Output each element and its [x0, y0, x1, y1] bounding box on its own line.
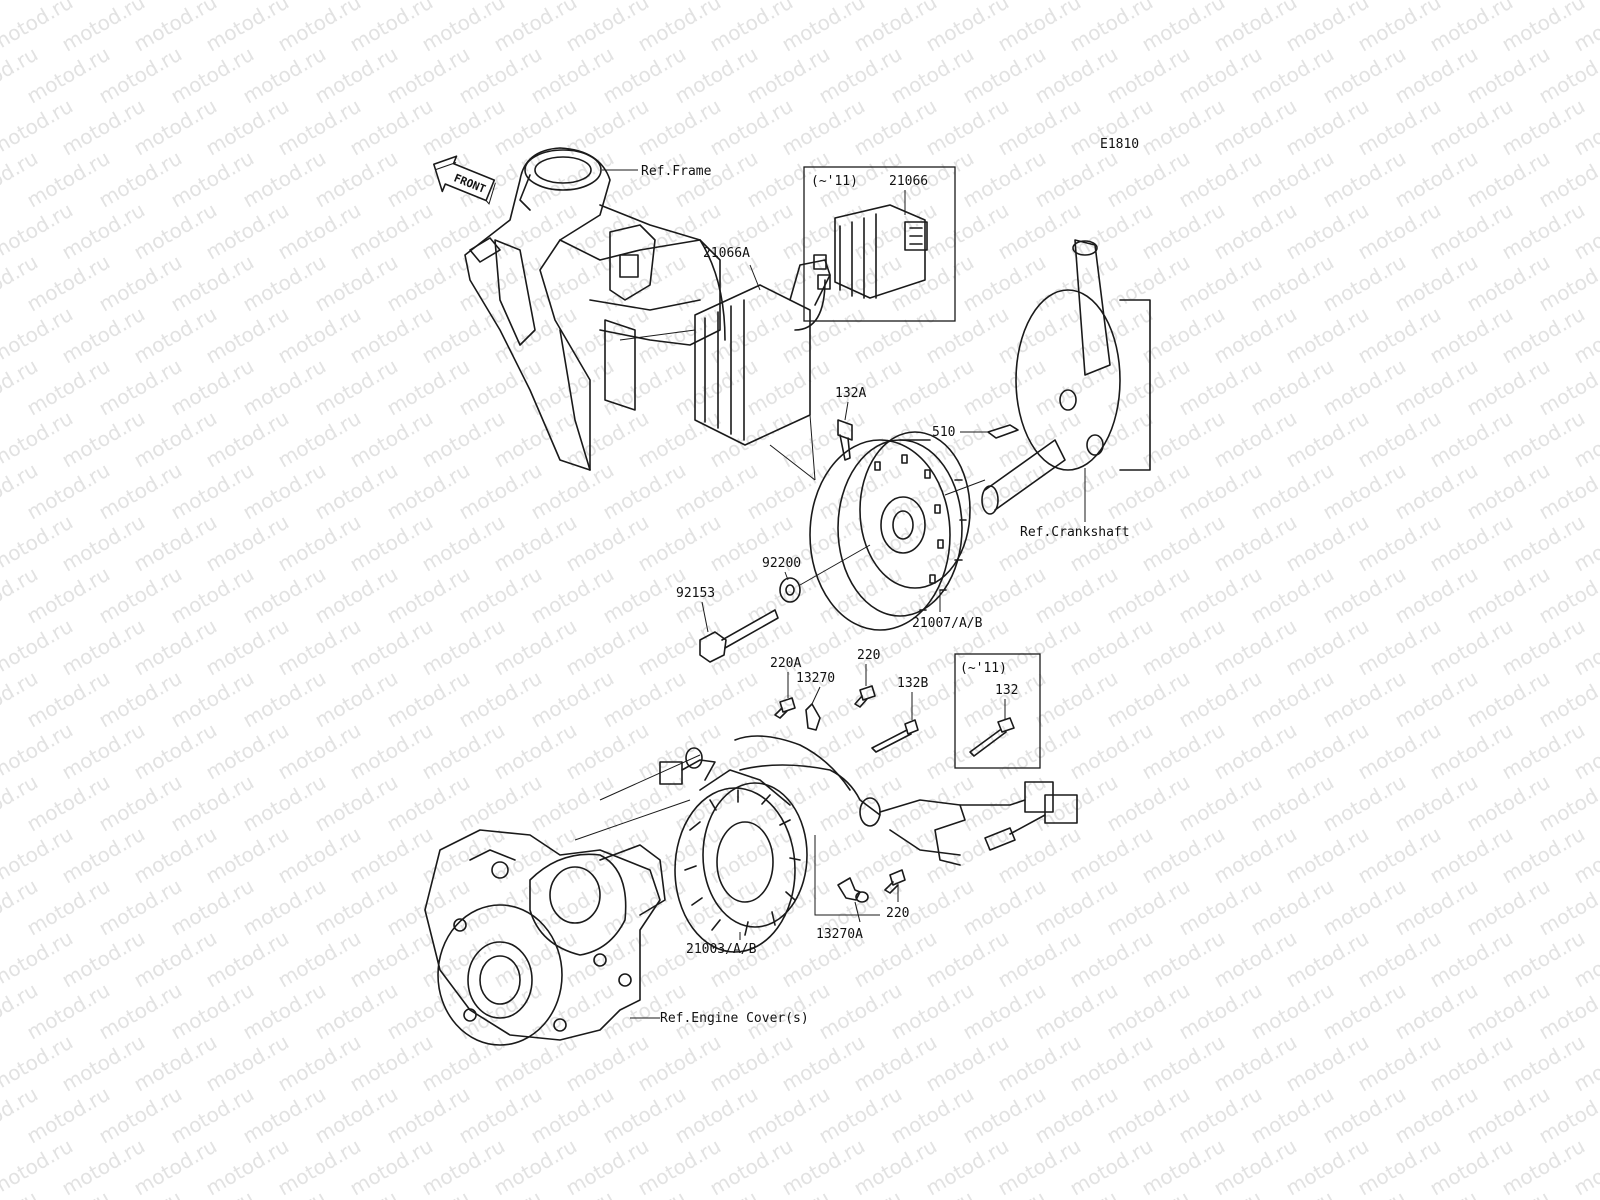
bolt-220-lower	[884, 869, 906, 894]
bolt-220A	[774, 697, 796, 719]
label-132A: 132A	[835, 386, 866, 401]
bolt-132B	[871, 719, 919, 753]
label-13270A: 13270A	[816, 927, 863, 942]
washer-92200	[779, 577, 801, 603]
stator-21003	[674, 769, 808, 953]
rotor-21007	[809, 431, 971, 631]
diagram-code: E1810	[1100, 137, 1139, 152]
label-ref-engine-cover: Ref.Engine Cover(s)	[660, 1011, 809, 1026]
inset-bolt-132: (~'11) 132	[954, 653, 1041, 769]
inset-top-year: (~'11)	[811, 174, 858, 189]
label-132B: 132B	[897, 676, 928, 691]
inset-bottom-part-number: 132	[995, 683, 1018, 698]
label-21003: 21003/A/B	[686, 942, 757, 957]
bolt-92153	[699, 609, 779, 663]
front-arrow-icon: FRONT	[433, 155, 496, 205]
key-510	[987, 424, 1019, 439]
inset-regulator-21066: (~'11) 21066	[803, 166, 956, 322]
engine-cover	[424, 829, 666, 1046]
bolt-132A	[837, 419, 853, 461]
label-21007: 21007/A/B	[912, 616, 983, 631]
label-92153: 92153	[676, 586, 715, 601]
label-220-upper: 220	[857, 648, 880, 663]
label-510: 510	[932, 425, 955, 440]
crankshaft-assembly	[981, 239, 1151, 515]
label-21066A: 21066A	[703, 246, 750, 261]
frame-assembly	[464, 147, 726, 471]
label-ref-frame: Ref.Frame	[641, 164, 712, 179]
label-13270: 13270	[796, 671, 835, 686]
clamp-13270	[805, 703, 821, 731]
label-92200: 92200	[762, 556, 801, 571]
clamp-13270A	[837, 877, 869, 903]
inset-top-part-number: 21066	[889, 174, 928, 189]
stator-wiring-harness	[659, 735, 1078, 866]
inset-bottom-year: (~'11)	[960, 661, 1007, 676]
label-ref-crankshaft: Ref.Crankshaft	[1020, 525, 1130, 540]
label-220A: 220A	[770, 656, 801, 671]
label-220-lower: 220	[886, 906, 909, 921]
bolt-220-upper	[854, 685, 876, 708]
